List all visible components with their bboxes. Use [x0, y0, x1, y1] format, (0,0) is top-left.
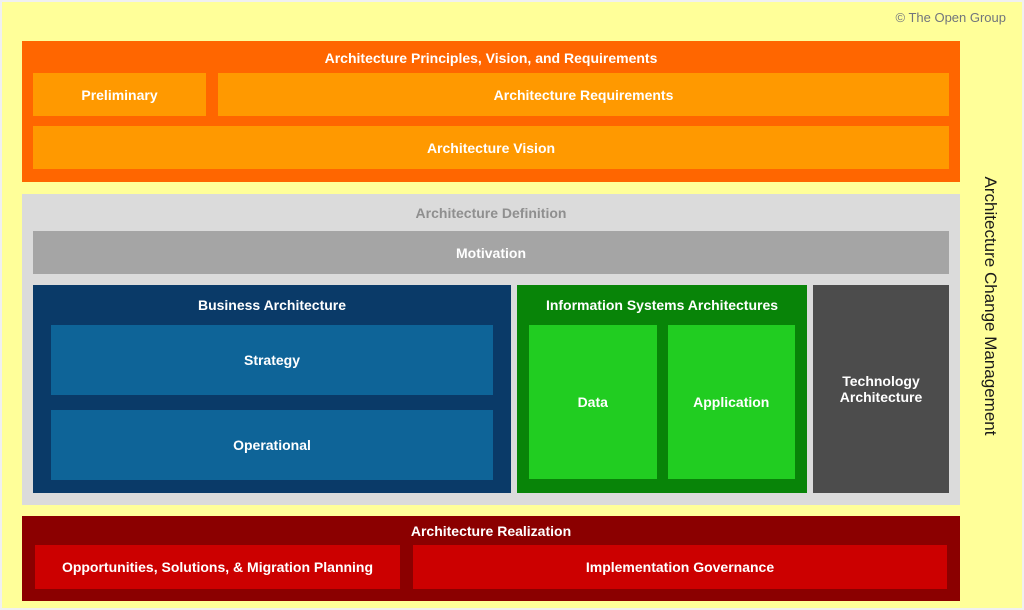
section-definition-title: Architecture Definition: [415, 205, 567, 221]
architecture-change-management-label: Architecture Change Management: [981, 176, 1000, 436]
box-technology-architecture: Technology Architecture: [813, 285, 949, 493]
section-principles-title: Architecture Principles, Vision, and Req…: [324, 50, 658, 66]
box-operational: Operational: [51, 410, 493, 480]
information-systems-title: Information Systems Architectures: [545, 297, 779, 313]
section-realization: Architecture Realization Opportunities, …: [22, 516, 960, 601]
section-principles: Architecture Principles, Vision, and Req…: [22, 41, 960, 182]
box-preliminary: Preliminary: [33, 73, 206, 116]
business-architecture-title: Business Architecture: [197, 297, 347, 313]
realization-row: Opportunities, Solutions, & Migration Pl…: [35, 545, 947, 589]
technology-architecture-label: Technology Architecture: [839, 373, 923, 405]
box-business-architecture: Business Architecture Strategy Operation…: [33, 285, 511, 493]
box-data: Data: [529, 325, 657, 479]
section-definition: Architecture Definition Motivation Busin…: [22, 194, 960, 505]
section-realization-title: Architecture Realization: [410, 523, 572, 539]
box-architecture-requirements: Architecture Requirements: [218, 73, 949, 116]
principles-row: Preliminary Architecture Requirements: [33, 73, 949, 116]
box-motivation: Motivation: [33, 231, 949, 274]
box-implementation-governance: Implementation Governance: [413, 545, 947, 589]
box-architecture-vision: Architecture Vision: [33, 126, 949, 169]
box-strategy: Strategy: [51, 325, 493, 395]
box-information-systems-architectures: Information Systems Architectures Data A…: [517, 285, 807, 493]
box-opportunities-solutions-migration: Opportunities, Solutions, & Migration Pl…: [35, 545, 400, 589]
definition-columns: Business Architecture Strategy Operation…: [33, 285, 949, 493]
copyright-text: © The Open Group: [895, 10, 1006, 25]
information-systems-boxes: Data Application: [529, 325, 795, 479]
box-application: Application: [667, 325, 795, 479]
